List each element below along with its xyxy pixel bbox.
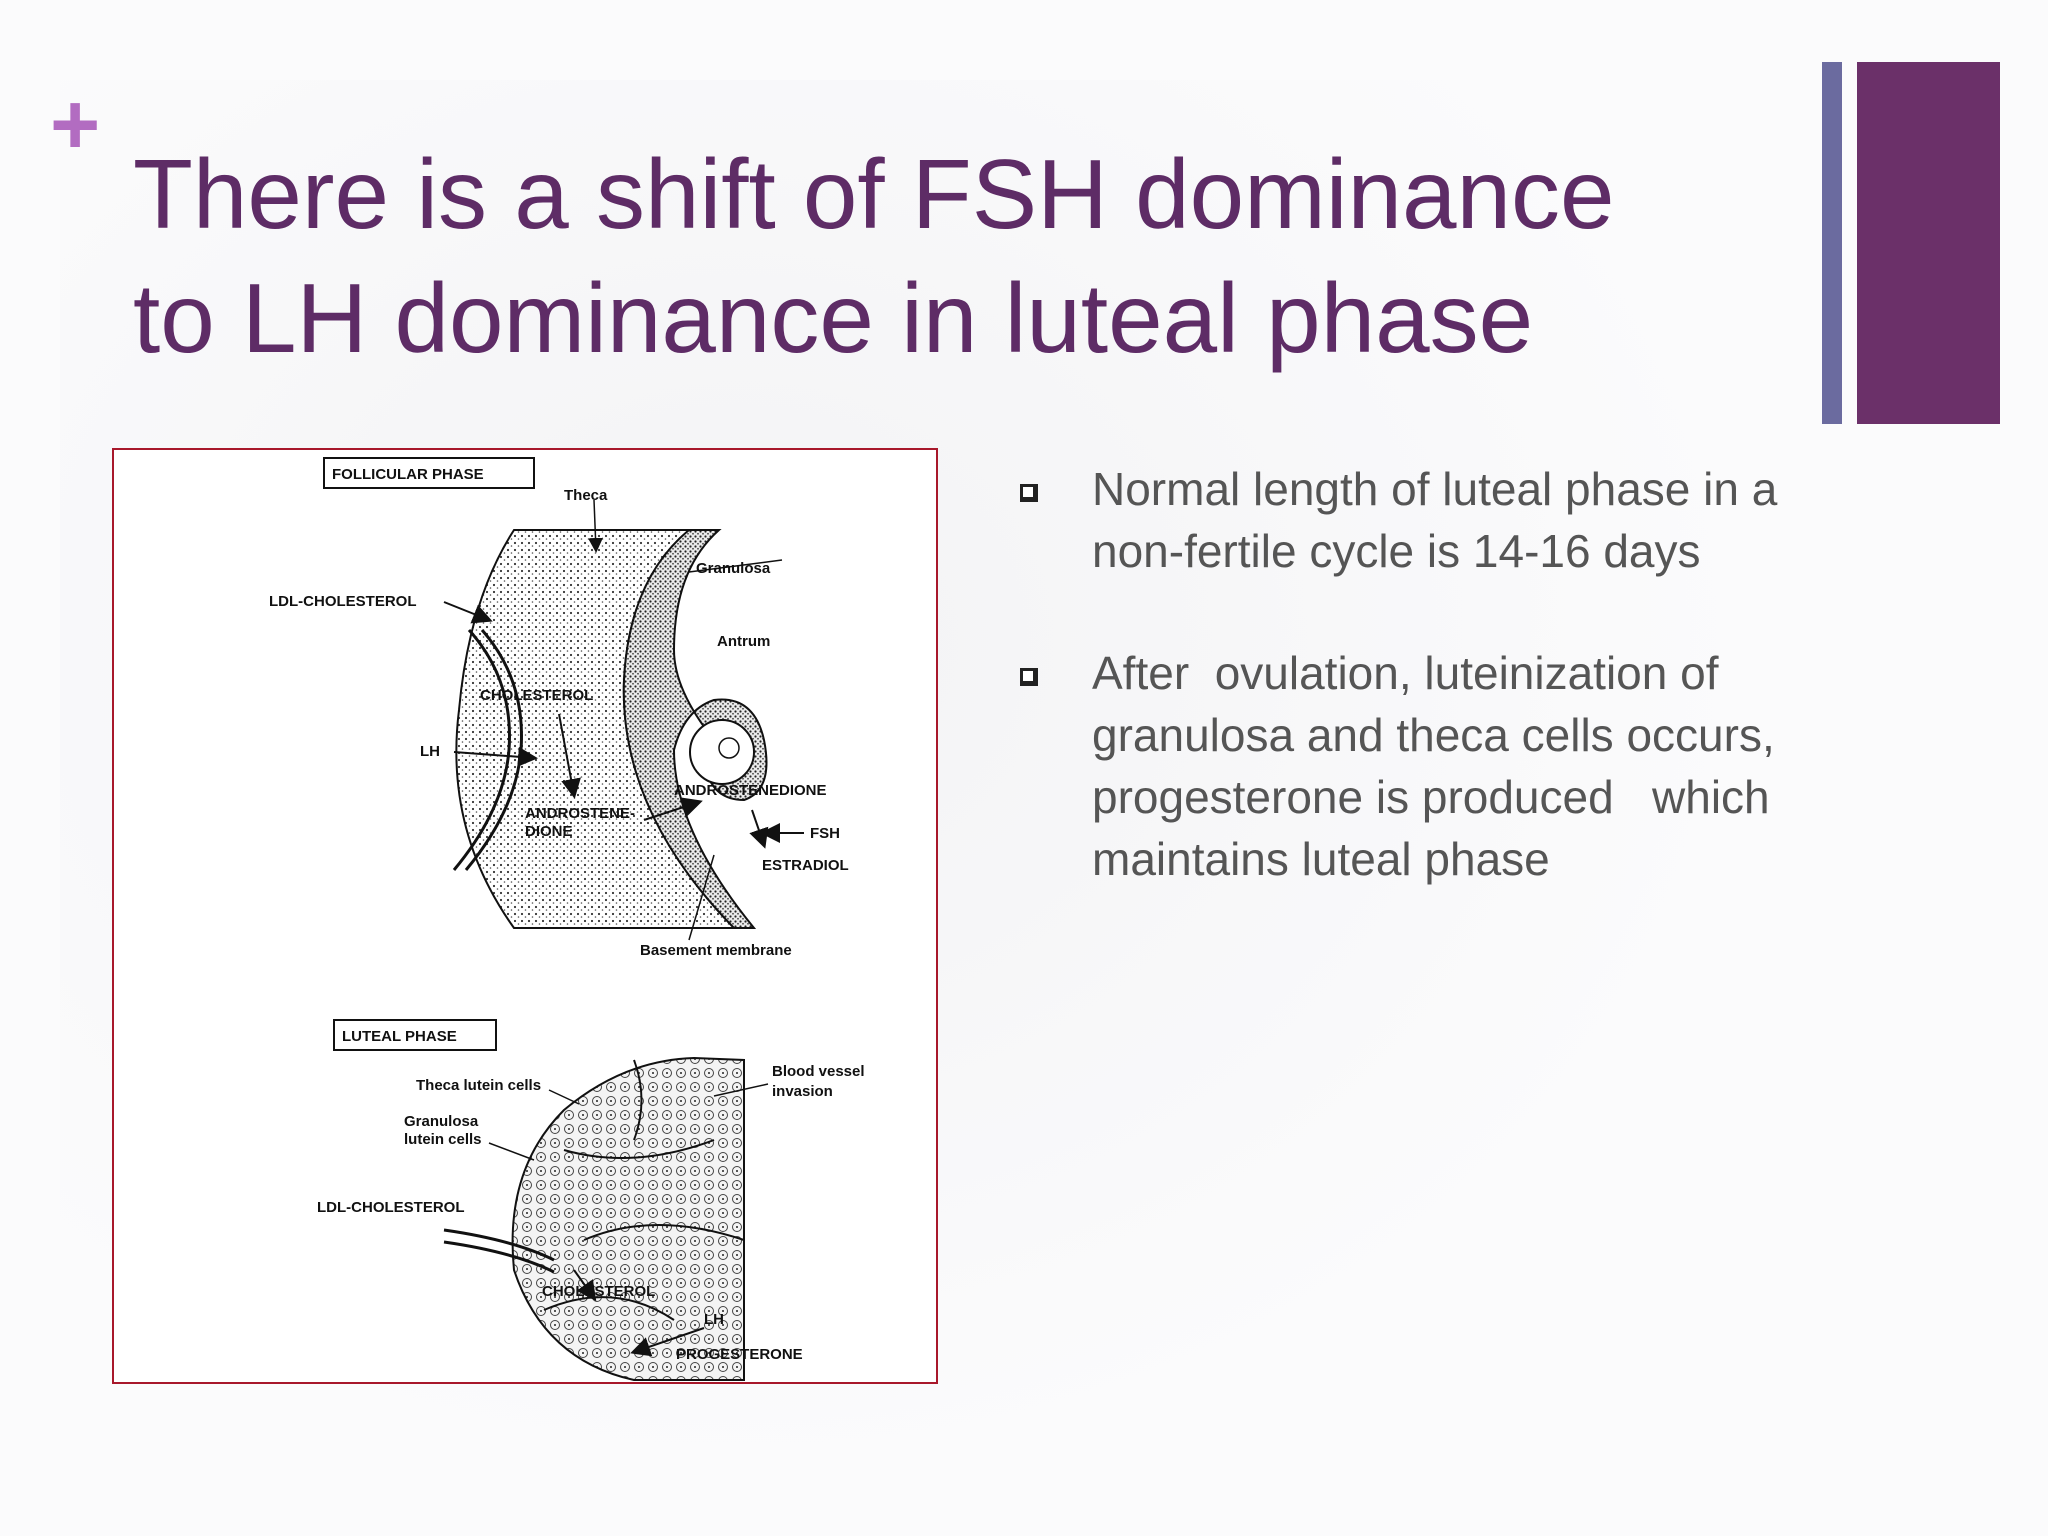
label-luteal-ldl: LDL-CHOLESTEROL: [317, 1199, 465, 1216]
accent-bar-thin: [1822, 62, 1842, 424]
diagram-drawing: FOLLICULAR PHASE Theca Granulosa LDL-CHO…: [269, 457, 865, 1381]
bullet-text: Normal length of luteal phase in a non-f…: [1092, 463, 1791, 577]
label-androstenedione: ANDROSTENEDIONE: [674, 782, 827, 799]
follicular-header: FOLLICULAR PHASE: [332, 466, 484, 483]
label-progesterone: PROGESTERONE: [676, 1346, 803, 1363]
plus-icon: +: [50, 77, 101, 173]
checkbox-bullet-icon: [1020, 668, 1038, 686]
checkbox-bullet-icon: [1020, 484, 1038, 502]
ovarian-steroidogenesis-diagram: FOLLICULAR PHASE Theca Granulosa LDL-CHO…: [112, 448, 938, 1384]
label-granulosa-lutein-2: lutein cells: [404, 1131, 482, 1148]
label-androstene-1: ANDROSTENE-: [525, 805, 635, 822]
luteal-vessels: [543, 1059, 745, 1321]
label-blood-vessel-2: invasion: [772, 1083, 833, 1100]
label-luteal-lh: LH: [704, 1311, 724, 1328]
label-luteal-cholesterol: CHOLESTEROL: [542, 1283, 655, 1300]
label-theca: Theca: [564, 487, 608, 504]
granulosa-layer: [622, 529, 768, 929]
label-blood-vessel-1: Blood vessel: [772, 1063, 865, 1080]
label-ldl-cholesterol: LDL-CHOLESTEROL: [269, 593, 417, 610]
label-fsh: FSH: [810, 825, 840, 842]
label-androstene-2: DIONE: [525, 823, 573, 840]
luteal-header: LUTEAL PHASE: [342, 1028, 457, 1045]
label-lh: LH: [420, 743, 440, 760]
bullet-item: After ovulation, luteinization of granul…: [1012, 642, 1832, 890]
label-antrum: Antrum: [717, 633, 770, 650]
bullet-item: Normal length of luteal phase in a non-f…: [1012, 458, 1832, 582]
follicle-vessel: [452, 628, 511, 871]
label-basement-membrane: Basement membrane: [640, 942, 792, 959]
bullet-list: Normal length of luteal phase in a non-f…: [1012, 458, 1832, 950]
label-granulosa-lutein-1: Granulosa: [404, 1113, 479, 1130]
label-granulosa: Granulosa: [696, 560, 771, 577]
slide-title: There is a shift of FSH dominance to LH …: [133, 139, 1615, 373]
accent-bar-thick: [1857, 62, 2000, 424]
label-cholesterol: CHOLESTEROL: [480, 687, 593, 704]
bullet-text: After ovulation, luteinization of granul…: [1092, 647, 1788, 885]
follicular-header-box: [323, 457, 535, 489]
luteal-header-box: [333, 1019, 497, 1051]
corpus-luteum: [511, 1056, 745, 1381]
oocyte-nucleus: [718, 737, 740, 759]
label-estradiol: ESTRADIOL: [762, 857, 849, 874]
label-theca-lutein: Theca lutein cells: [416, 1077, 541, 1094]
